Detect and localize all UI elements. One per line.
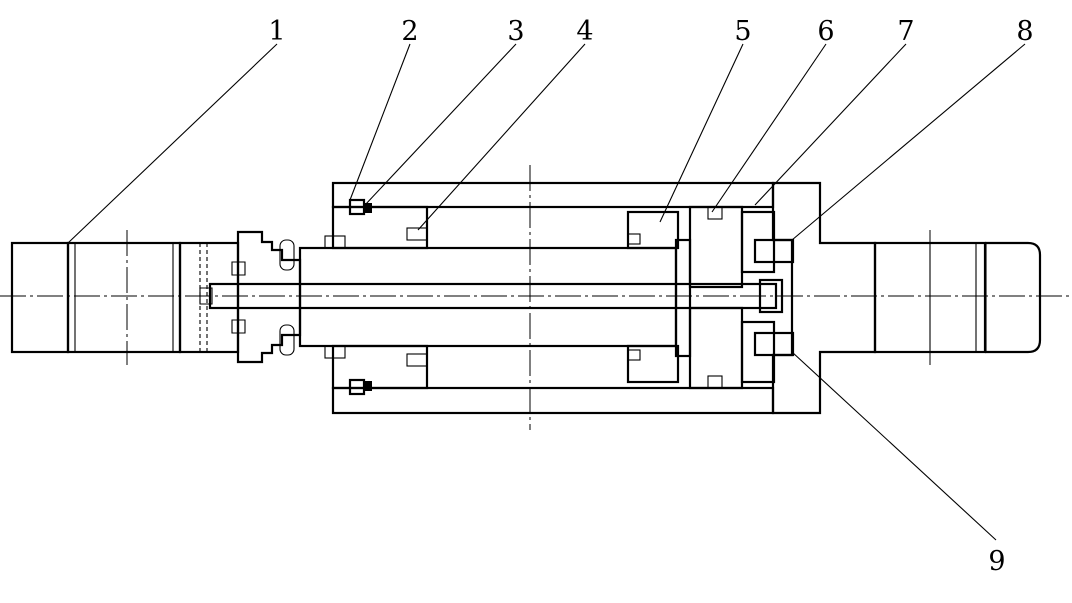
cylinder-barrel [331,181,775,415]
callout-6: 6 [817,16,834,47]
piston [626,210,692,384]
end-cap [753,181,1042,415]
callout-labels: 1 2 3 4 5 6 7 8 9 [268,16,1033,577]
callout-1: 1 [268,16,285,47]
rod-gland [324,198,429,396]
end-cushion [688,205,776,390]
callout-9: 9 [988,546,1005,577]
callout-2: 2 [401,16,418,47]
rod-connector [231,230,302,364]
center-lines [0,165,1072,430]
callout-4: 4 [576,16,593,47]
piston-rod [298,246,678,348]
left-rod-eye [10,241,240,354]
callout-5: 5 [734,16,751,47]
callout-7: 7 [897,16,914,47]
callout-3: 3 [507,16,524,47]
leader-lines [67,43,1026,541]
callout-8: 8 [1016,16,1033,47]
